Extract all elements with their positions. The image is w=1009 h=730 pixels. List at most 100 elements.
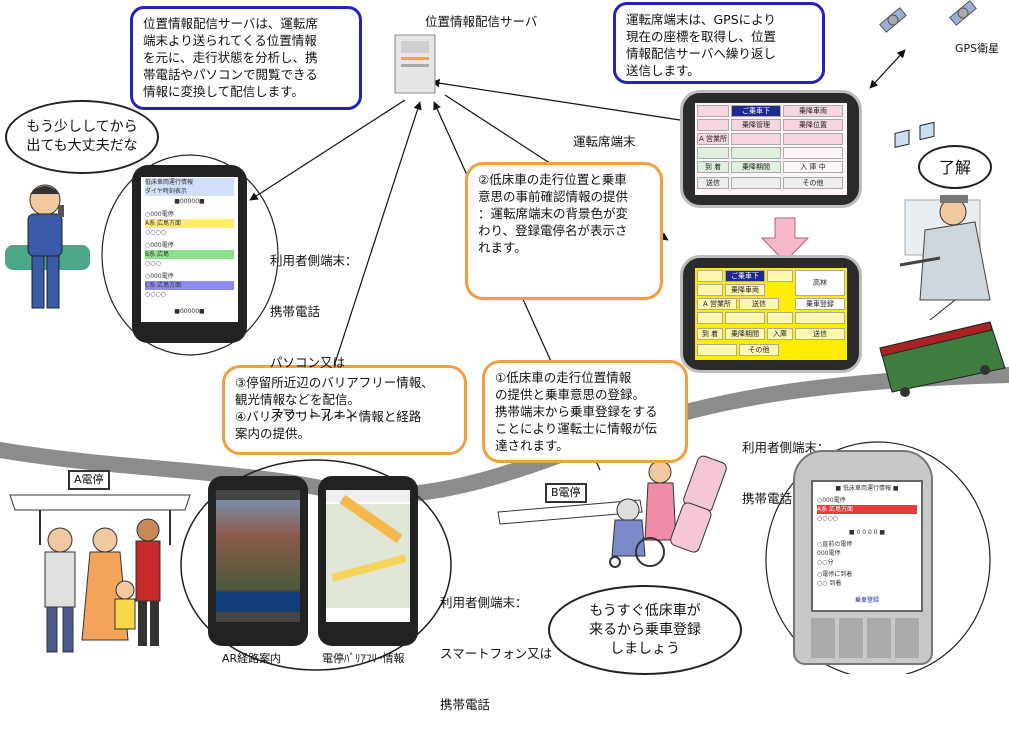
barrier-free-smartphone <box>318 476 418 646</box>
right-phone-row: ○直前の電停 <box>817 541 853 548</box>
tablet-button[interactable] <box>697 105 729 117</box>
step2-line-4: わり、登録電停名が表示さ <box>478 223 628 238</box>
user-terminal-right-label-1: 利用者側端末： <box>742 440 830 455</box>
satellite-icon-2 <box>949 0 977 26</box>
top-phone-row: ダイヤ時刻表示 <box>145 187 234 196</box>
tablet-button[interactable] <box>697 284 723 296</box>
top-phone-ellipse <box>101 154 279 356</box>
server-label: 位置情報配信サーバ <box>425 14 538 29</box>
user-terminal-right-label-2: 携帯電話 <box>742 491 793 506</box>
user-terminal-bottom-label-2: スマートフォン又は <box>440 646 553 661</box>
tablet-button[interactable]: その他 <box>783 177 843 189</box>
driver-speech-text: 了解 <box>938 157 971 177</box>
top-phone-row: C系 広島方面 <box>145 281 234 290</box>
tablet-button[interactable]: 乗降位置 <box>783 119 843 131</box>
man-on-phone-figure <box>5 184 90 309</box>
man-speech-line-2: 出ても大丈夫だな <box>26 138 138 154</box>
step1-line-3: 携帯端末から乗車登録をする <box>495 404 658 419</box>
tablet-button[interactable] <box>783 147 843 159</box>
tablet-button[interactable]: 入 庫 中 <box>783 161 843 173</box>
user-terminal-top-label-3: パソコン又は <box>270 355 346 370</box>
step34-line-3: ④バリアフリールート情報と経路 <box>235 409 422 424</box>
ar-info-bar <box>216 592 300 612</box>
tablet-button[interactable] <box>697 270 723 282</box>
tablet-button[interactable] <box>697 312 723 324</box>
tablet-button[interactable] <box>767 270 793 282</box>
a-stop-shelter <box>9 494 191 545</box>
tablet-button[interactable]: 到 着 <box>697 328 723 340</box>
server-icon <box>394 34 436 94</box>
step2-line-5: れます。 <box>478 240 527 255</box>
step34-line-1: ③停留所近辺のバリアフリー情報、 <box>235 375 434 390</box>
tram-icon <box>879 121 1006 397</box>
tablet-button[interactable]: 乗降管理 <box>731 119 781 131</box>
tablet-button[interactable]: A 営業所 <box>697 133 729 145</box>
tablet-button[interactable]: ご乗車下 <box>725 270 765 282</box>
driver-speech-bubble: 了解 <box>918 145 992 189</box>
barrier-free-screen <box>326 490 410 622</box>
barrier-free-map <box>326 494 410 608</box>
step2-callout: ②低床車の走行位置と乗車 意思の事前確認情報の提供 ：運転席端末の背景色が変 わ… <box>465 162 663 300</box>
user-terminal-top-label-2: 携帯電話 <box>270 304 321 319</box>
tablet-button[interactable]: ご乗車下 <box>731 105 781 117</box>
server-description-line-1: 位置情報配信サーバは、運転席 <box>143 16 318 31</box>
tablet-button[interactable] <box>725 312 765 324</box>
tablet-button[interactable]: 入庫 <box>767 328 793 340</box>
user-terminal-bottom-label: 利用者側端末： スマートフォン又は 携帯電話 <box>440 560 552 730</box>
top-phone-row: ○○○ <box>145 260 161 267</box>
tablet-button[interactable] <box>731 147 781 159</box>
tablet-button[interactable] <box>795 312 845 324</box>
tablet-button[interactable] <box>783 133 843 145</box>
tablet-button[interactable]: 送信 <box>739 298 779 310</box>
right-phone-row[interactable]: 乗車登録 <box>854 597 879 604</box>
tablet-button[interactable]: 乗降期間 <box>725 328 765 340</box>
tablet-button[interactable]: A 営業所 <box>697 298 737 310</box>
tablet-button[interactable] <box>697 119 729 131</box>
tablet-button[interactable] <box>697 147 729 159</box>
map-header <box>326 490 410 502</box>
user-terminal-bottom-label-3: 携帯電話 <box>440 697 491 712</box>
right-phone-ellipse <box>765 441 991 674</box>
driver-tablet-after: ご乗車下 乗降車両 高林 A 営業所 送信 到 着 乗降期間 入庫 送信 その他… <box>680 255 862 373</box>
user-phone-top-screen: 低床車両運行情報 ダイヤ時刻表示 ■00000■ ○000電停 A系 広島方面 … <box>141 177 238 322</box>
tablet-button[interactable]: 送信 <box>697 177 729 189</box>
tablet-button[interactable] <box>767 312 793 324</box>
tablet-button[interactable]: 高林 <box>795 270 845 296</box>
wheelchair-figure <box>609 460 677 568</box>
step1-line-2: の提供と乗車意思の登録。 <box>495 387 646 402</box>
top-phone-row: A系 広島方面 <box>145 219 234 228</box>
top-phone-row: ○○○○ <box>145 229 166 236</box>
top-phone-row: ■00000■ <box>174 308 205 315</box>
tram-road <box>0 367 1009 504</box>
server-description-callout: 位置情報配信サーバは、運転席 端末より送られてくる位置情報 を元に、走行状態を分… <box>130 6 362 110</box>
step34-callout: ③停留所近辺のバリアフリー情報、 観光情報などを配信。 ④バリアフリールート情報… <box>222 365 467 455</box>
b-stop-sign: B電停 <box>545 483 587 503</box>
wheelchair-speech-bubble: もうすぐ低床車が来るから乗車登録しましょう <box>548 585 742 675</box>
tablet-button[interactable] <box>731 133 781 145</box>
tablet-button[interactable]: 乗降車両 <box>725 284 765 296</box>
tablet-button[interactable]: その他 <box>739 344 779 356</box>
server-description-line-2: 端末より送られてくる位置情報 <box>143 33 317 48</box>
gps-description-line-2: 現在の座標を取得し、位置 <box>626 29 777 44</box>
step2-line-3: ：運転席端末の背景色が変 <box>478 206 629 221</box>
man-speech-bubble: もう少ししてから出ても大丈夫だな <box>5 100 159 174</box>
driver-tablet-before: ご乗車下 乗降車両 乗降管理 乗降位置 A 営業所 到 着 乗降期間 入 庫 中… <box>680 90 862 208</box>
step1-line-5: 達されます。 <box>495 438 569 453</box>
right-phone-row: 000電停 <box>817 550 841 557</box>
tablet-button[interactable] <box>697 344 737 356</box>
tablet-button[interactable] <box>731 177 781 189</box>
people-group-figure <box>44 518 161 653</box>
ar-caption: AR経路案内 <box>222 652 282 665</box>
user-terminal-top-label: 利用者側端末： 携帯電話 パソコン又は スマートフォン <box>270 218 358 439</box>
gps-description-line-3: 情報配信サーバへ繰り返し <box>626 46 776 61</box>
tablet-button[interactable]: 到 着 <box>697 161 729 173</box>
flip-phone-icon <box>670 455 727 553</box>
top-phone-row: 低床車両運行情報 <box>145 178 234 187</box>
user-phone-top: 低床車両運行情報 ダイヤ時刻表示 ■00000■ ○000電停 A系 広島方面 … <box>132 165 247 343</box>
tablet-button[interactable]: 送信 <box>795 328 845 340</box>
tablet-button[interactable]: 乗降車両 <box>783 105 843 117</box>
user-terminal-top-label-1: 利用者側端末： <box>270 253 358 268</box>
server-description-line-5: 情報に変換して配信します。 <box>143 84 304 99</box>
man-speech-line-1: もう少ししてから <box>26 119 138 135</box>
tablet-button[interactable]: 乗降期間 <box>731 161 781 173</box>
